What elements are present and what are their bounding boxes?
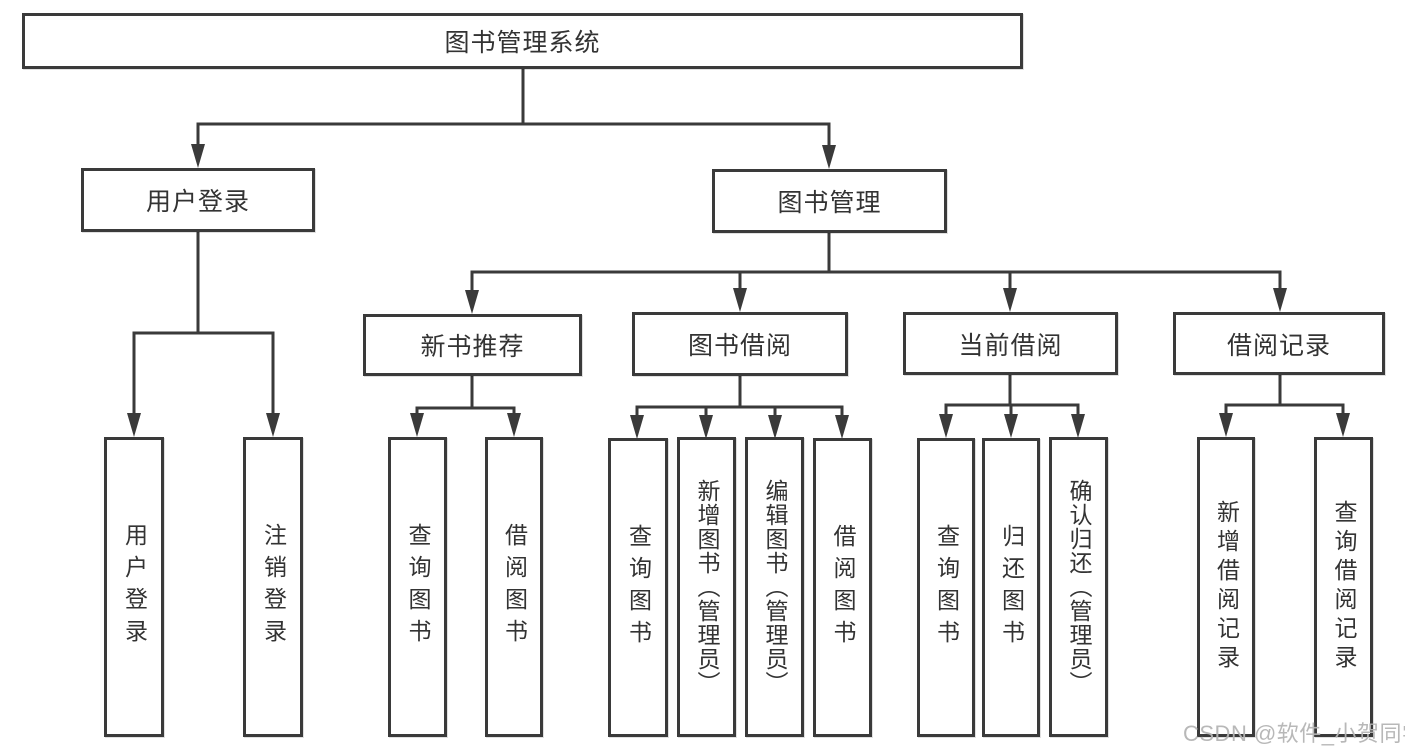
leaf-bb-borrow-books: 借阅图书 xyxy=(813,438,872,737)
node-label: 借阅记录 xyxy=(1226,331,1331,360)
leaf-br-query-record: 查询借阅记录 xyxy=(1314,437,1373,737)
connector-userlogin-to-leaves xyxy=(127,232,280,437)
csdn-watermark: CSDN @软件_小贺同学 xyxy=(1183,721,1405,746)
node-label: 查询图书 xyxy=(625,523,652,652)
node-label: 图书借阅 xyxy=(687,332,792,360)
connector-borrowrecords-to-leaves xyxy=(1219,375,1350,437)
node-label: 查询图书 xyxy=(933,523,960,652)
leaf-cb-confirm-return-admin: 确认归还（管理员） xyxy=(1049,437,1108,737)
leaf-rec-query-books: 查询图书 xyxy=(388,437,447,737)
leaf-bb-edit-books-admin: 编辑图书（管理员） xyxy=(745,437,804,737)
node-label: 归还图书 xyxy=(998,523,1025,652)
leaf-cb-query-books: 查询图书 xyxy=(917,438,975,737)
node-label: 确认归还（管理员） xyxy=(1066,479,1092,695)
leaf-rec-borrow-books: 借阅图书 xyxy=(485,437,543,737)
node-label: 借阅图书 xyxy=(830,523,856,652)
node-label: 注销登录 xyxy=(260,523,287,651)
node-label: 借阅图书 xyxy=(501,523,528,651)
connector-root-to-level2 xyxy=(191,68,836,169)
node-label: 编辑图书（管理员） xyxy=(762,479,788,695)
connector-currentborrow-to-leaves xyxy=(939,375,1085,438)
node-label: 用户登录 xyxy=(145,188,250,216)
node-current-borrowing: 当前借阅 xyxy=(903,312,1118,375)
node-label: 查询图书 xyxy=(405,523,431,651)
connector-bookborrow-to-leaves xyxy=(630,376,849,439)
node-library-management-system: 图书管理系统 xyxy=(22,13,1023,69)
leaf-br-add-record: 新增借阅记录 xyxy=(1197,437,1255,737)
node-book-management: 图书管理 xyxy=(712,169,947,233)
node-new-book-recommend: 新书推荐 xyxy=(363,314,582,376)
node-borrowing-records: 借阅记录 xyxy=(1173,312,1385,375)
node-label: 图书管理 xyxy=(777,189,882,217)
node-label: 查询借阅记录 xyxy=(1331,500,1357,674)
node-label: 图书管理系统 xyxy=(444,29,601,57)
node-label: 用户登录 xyxy=(121,523,148,651)
leaf-bb-add-books-admin: 新增图书（管理员） xyxy=(677,437,736,737)
leaf-bb-query-books: 查询图书 xyxy=(608,438,668,737)
node-label: 当前借阅 xyxy=(958,331,1063,360)
node-user-login: 用户登录 xyxy=(81,168,315,232)
node-label: 新增图书（管理员） xyxy=(694,479,720,695)
leaf-user-login: 用户登录 xyxy=(104,437,164,737)
node-label: 新增借阅记录 xyxy=(1213,500,1240,674)
leaf-logout-login: 注销登录 xyxy=(243,437,303,737)
node-book-borrowing: 图书借阅 xyxy=(632,312,848,376)
node-label: 新书推荐 xyxy=(420,333,525,361)
connector-newbookrec-to-leaves xyxy=(410,376,521,437)
connector-bookmgmt-to-level3 xyxy=(465,233,1287,314)
leaf-cb-return-books: 归还图书 xyxy=(982,438,1040,737)
